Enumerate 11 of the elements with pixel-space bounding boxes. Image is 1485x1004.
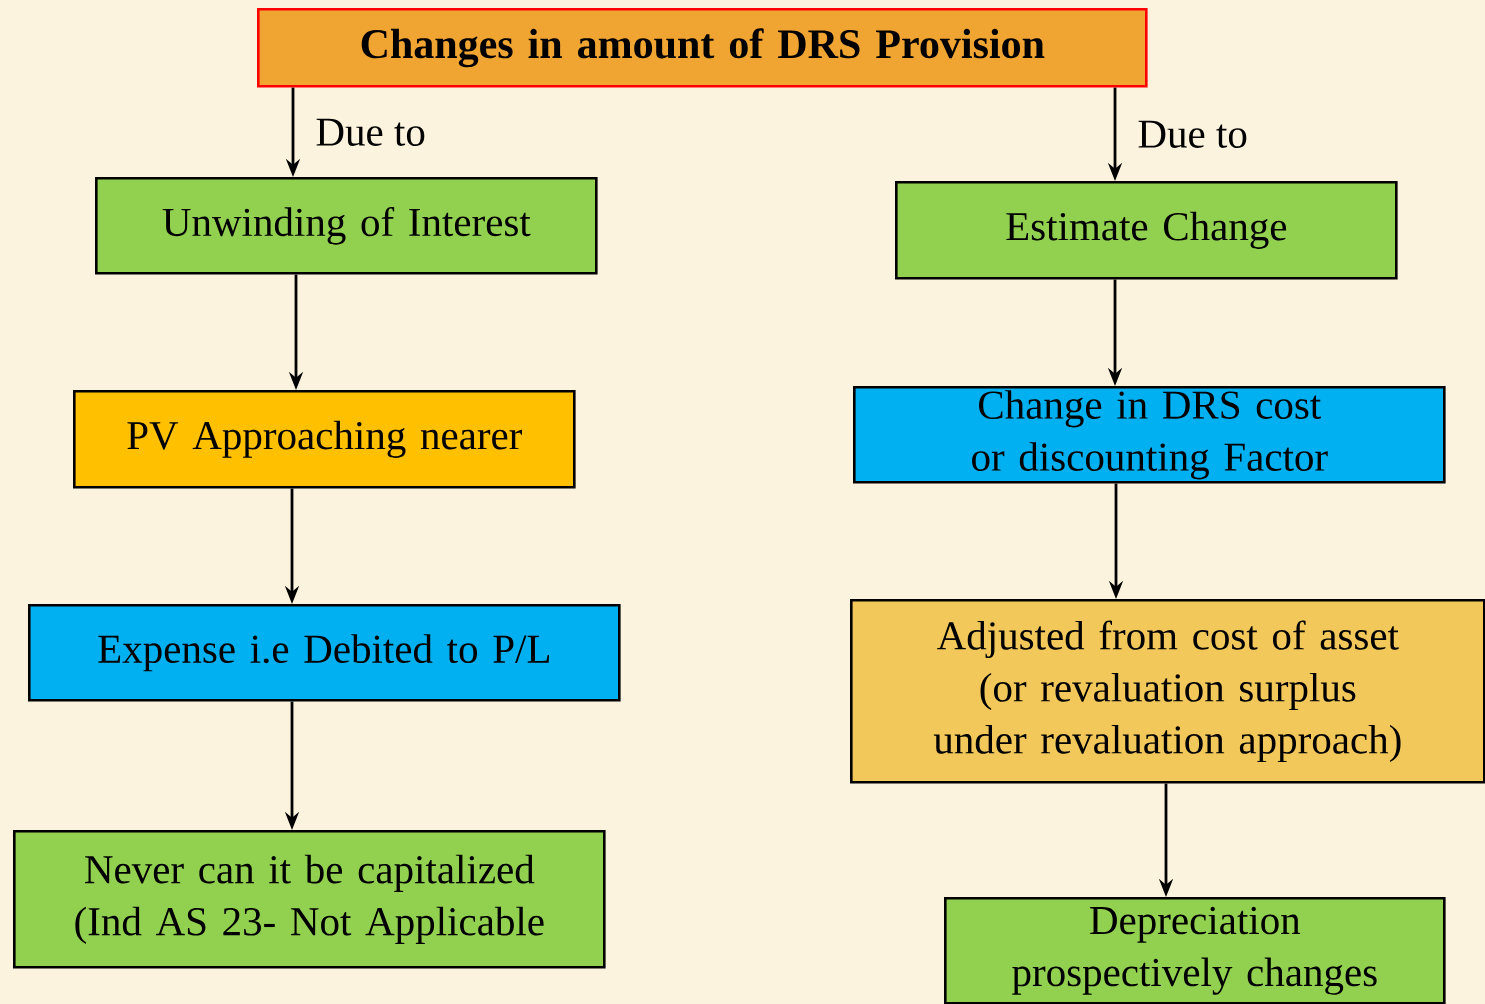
process-box: PV Approaching nearer	[73, 390, 576, 489]
process-box: Never can it be capitalized (Ind AS 23- Not Applicable	[13, 830, 606, 969]
process-box: Unwinding of Interest	[95, 177, 598, 275]
edge-label: Due to	[316, 118, 425, 146]
process-box: Expense i.e Debited to P/L	[28, 604, 621, 702]
process-box: Estimate Change	[895, 181, 1398, 280]
process-box: Depreciation prospectively changes	[944, 897, 1446, 1004]
process-box: Change in DRS cost or discounting Factor	[853, 386, 1446, 484]
title-box: Changes in amount of DRS Provision	[257, 8, 1148, 88]
process-box: Adjusted from cost of asset (or revaluation surplus under revaluation approach)	[850, 599, 1485, 784]
edge-label: Due to	[1138, 120, 1247, 148]
